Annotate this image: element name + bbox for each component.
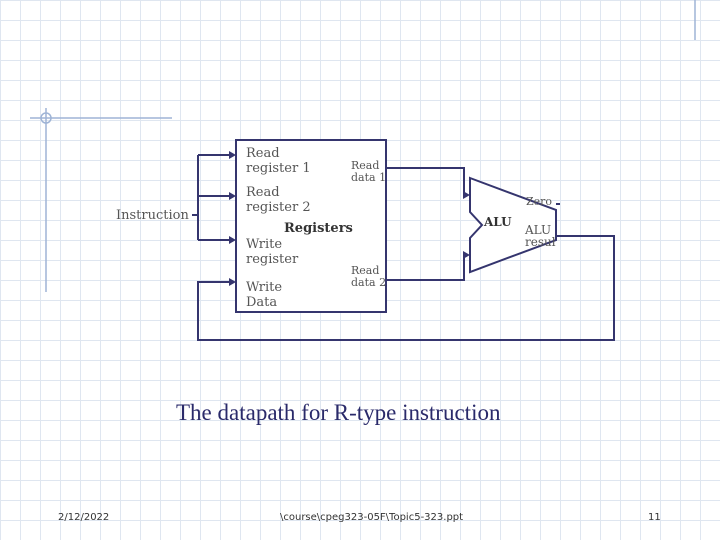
footer-date: 2/12/2022 (58, 512, 110, 523)
read-register-1-label: Read register 1 (246, 146, 311, 176)
alu-shape (469, 176, 557, 274)
arrow-write-reg (229, 236, 236, 244)
write-data-label: Write Data (246, 280, 283, 310)
arrow-alu-a (463, 191, 470, 199)
wire-read-data-2 (386, 255, 465, 281)
write-register-label: Write register (246, 237, 299, 267)
registers-title: Registers (284, 221, 353, 236)
register-file-box (235, 139, 387, 313)
instruction-label: Instruction (116, 208, 189, 223)
arrow-write-data (229, 278, 236, 286)
arrow-alu-b (463, 251, 470, 259)
read-data-1-label: Read data 1 (351, 159, 387, 184)
read-data-2-label: Read data 2 (351, 264, 387, 289)
arrow-read-reg-2 (229, 192, 236, 200)
slide-accent-circle (40, 112, 52, 124)
wire-read-data-1 (386, 167, 465, 195)
zero-label: Zero (526, 195, 553, 208)
wire-result-feedback (197, 235, 615, 341)
read-register-2-label: Read register 2 (246, 185, 311, 215)
slide-caption: The datapath for R-type instruction (176, 400, 501, 425)
footer-page-number: 11 (648, 512, 661, 523)
footer-path: \course\cpeg323-05F\Topic5-323.ppt (280, 512, 464, 523)
arrow-read-reg-1 (229, 151, 236, 159)
alu-result-label: ALU resul (525, 223, 556, 249)
alu-label: ALU (484, 215, 512, 229)
